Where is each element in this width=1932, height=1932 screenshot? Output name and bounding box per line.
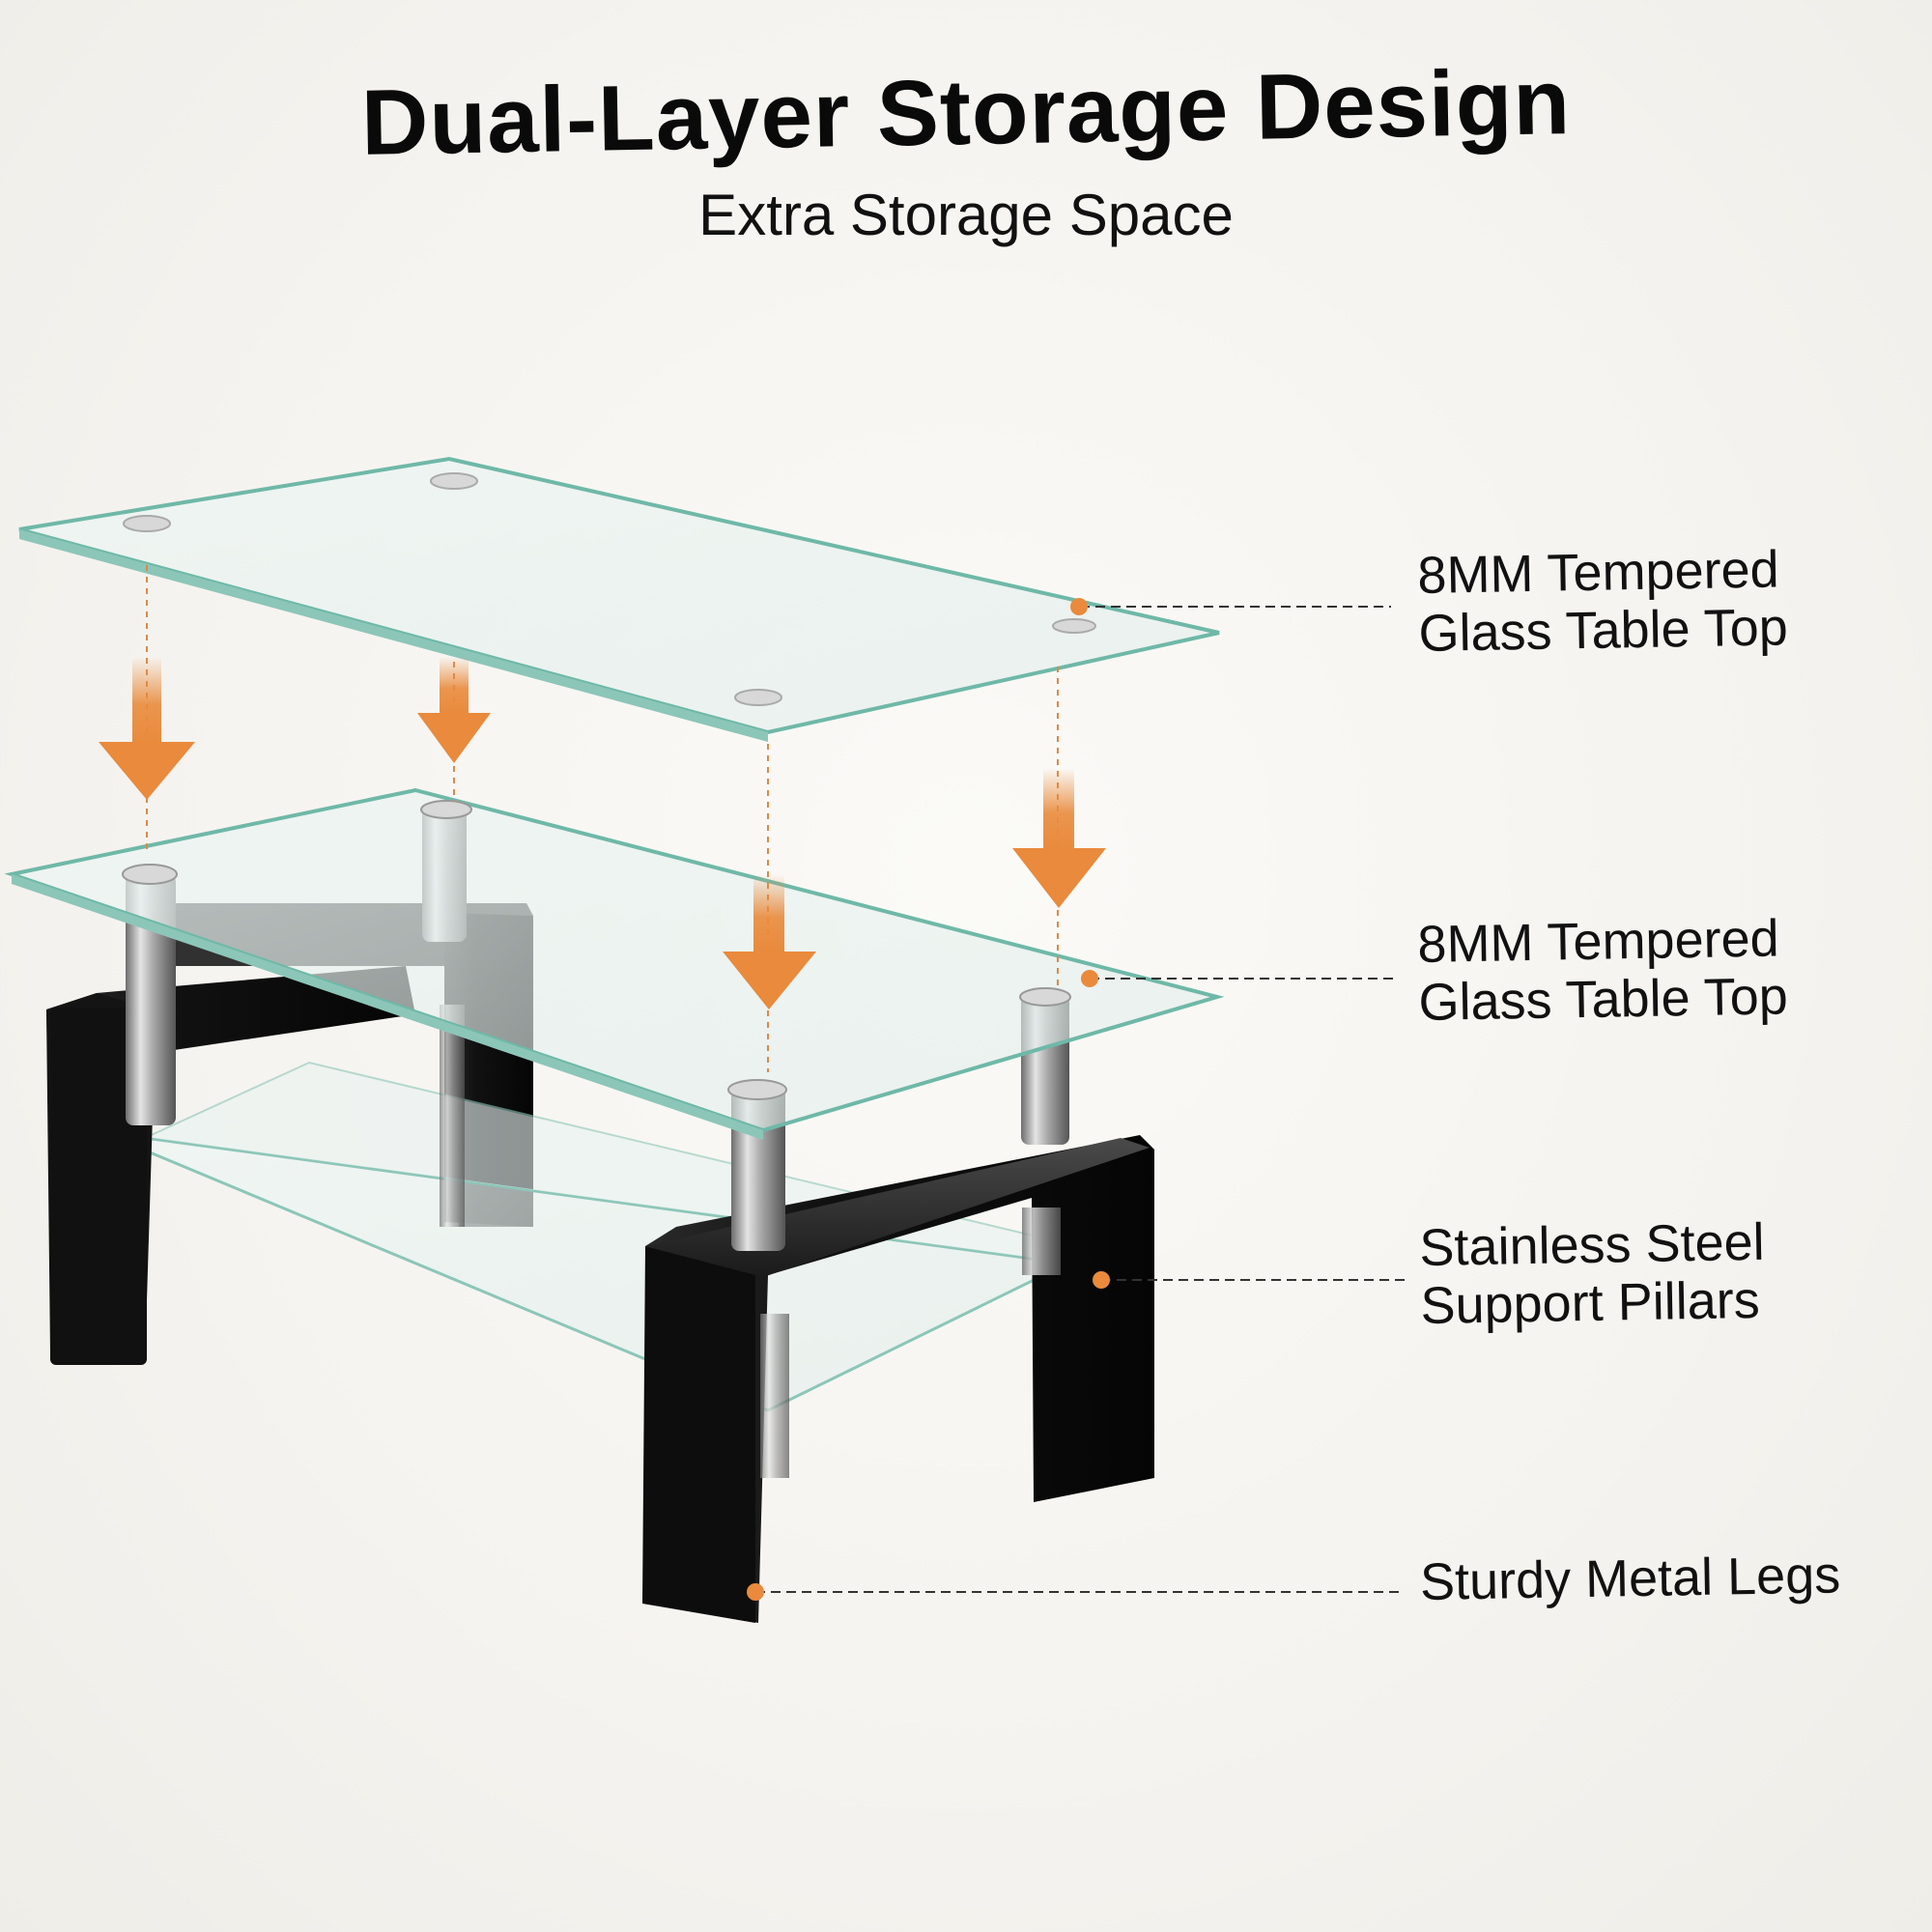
down-arrow-icon (99, 657, 195, 800)
callout-leaders (755, 606, 1410, 1593)
callout-middle-glass: 8MM Tempered Glass Table Top (1417, 909, 1788, 1032)
callout-pillars: Stainless Steel Support Pillars (1419, 1213, 1766, 1335)
page-subtitle: Extra Storage Space (698, 183, 1234, 247)
down-arrow-icon (1012, 768, 1106, 908)
down-arrow-icon (417, 657, 491, 763)
down-arrow-icon (723, 874, 816, 1009)
middle-glass-top (4, 787, 1225, 1140)
callout-line: Stainless Steel (1418, 1212, 1766, 1277)
callout-line: 8MM Tempered (1416, 540, 1780, 605)
callout-line: Glass Table Top (1418, 598, 1789, 663)
top-glass (18, 456, 1220, 742)
lower-glass-shelf (141, 1061, 1079, 1412)
callout-line: Sturdy Metal Legs (1419, 1546, 1841, 1611)
callout-top-glass: 8MM Tempered Glass Table Top (1417, 540, 1788, 663)
callout-line: Support Pillars (1420, 1270, 1761, 1335)
callout-dot-icon (747, 1583, 764, 1601)
callout-dot-icon (1070, 598, 1088, 615)
callout-line: 8MM Tempered (1416, 909, 1780, 974)
callout-legs: Sturdy Metal Legs (1419, 1546, 1840, 1611)
callout-line: Glass Table Top (1418, 967, 1789, 1032)
callout-dot-icon (1081, 970, 1098, 987)
callout-dot-icon (1093, 1271, 1110, 1289)
